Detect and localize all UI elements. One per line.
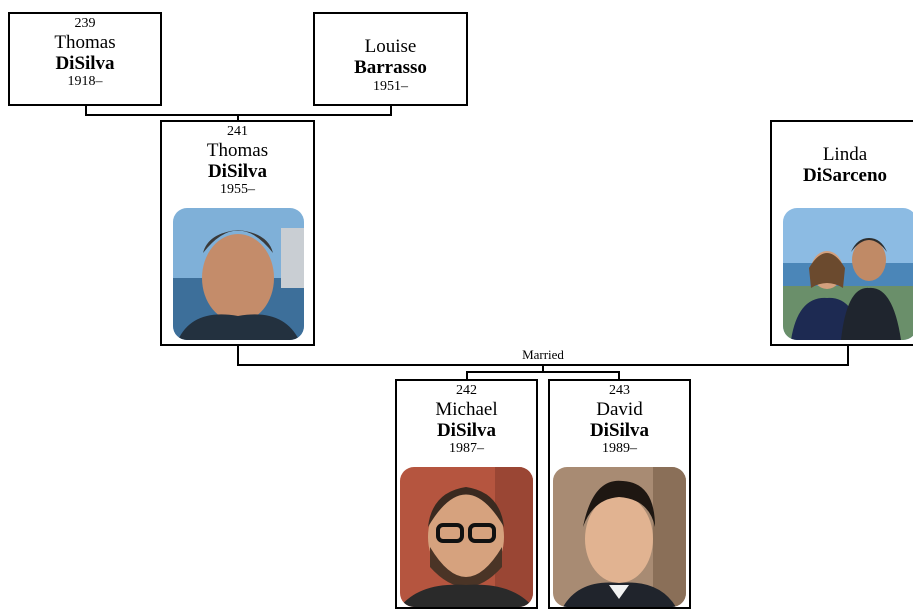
connector-line [85,104,87,115]
life-years: 1987– [449,441,484,457]
life-years: 1918– [67,74,103,90]
connector-line [237,114,239,122]
person-id: 241 [227,124,248,139]
person-id: 243 [609,383,630,398]
connector-line [618,371,620,380]
life-years: 1951– [373,78,408,94]
portrait-photo [173,208,304,340]
given-name: David [596,398,643,420]
person-card-louise-barrasso[interactable]: Louise Barrasso 1951– [313,12,468,106]
connector-line [466,371,468,380]
given-name: Louise [364,36,417,57]
person-card-thomas-241[interactable]: 241 Thomas DiSilva 1955– [160,120,315,346]
connector-line [466,371,620,373]
given-name: Thomas [54,31,116,53]
person-card-linda-disarceno[interactable]: Linda DiSarceno [770,120,913,346]
person-id: 242 [456,383,477,398]
life-years: 1955– [220,182,255,198]
surname: Barrasso [354,57,427,79]
surname: DiSilva [207,160,268,182]
person-card-david-243[interactable]: 243 David DiSilva 1989– [548,379,691,609]
connector-line [390,104,392,115]
surname: DiSilva [589,419,650,441]
life-years: 1989– [602,441,637,457]
given-name: Thomas [206,139,269,161]
person-card-thomas-239[interactable]: 239 Thomas DiSilva 1918– [8,12,162,106]
connector-line [542,364,544,372]
portrait-photo [553,467,686,607]
portrait-photo [400,467,533,607]
given-name: Michael [435,398,498,420]
connector-line [847,344,849,365]
portrait-photo [783,208,913,340]
surname: DiSarceno [802,165,888,187]
person-id: 239 [74,16,96,31]
given-name: Linda [822,144,868,165]
person-card-michael-242[interactable]: 242 Michael DiSilva 1987– [395,379,538,609]
surname: DiSilva [436,419,497,441]
surname: DiSilva [55,52,115,74]
relationship-label: Married [522,347,564,362]
connector-line [237,344,239,365]
